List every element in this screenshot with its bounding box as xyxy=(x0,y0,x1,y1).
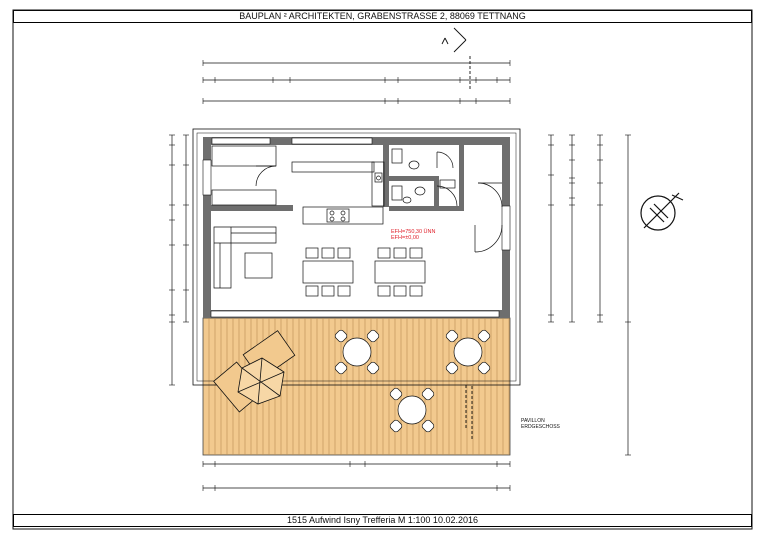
dining-table xyxy=(374,260,426,284)
chair xyxy=(366,329,380,343)
chair xyxy=(366,361,380,375)
chair xyxy=(389,387,403,401)
sheet-border xyxy=(12,9,753,530)
top-dimensions xyxy=(202,60,511,104)
chair xyxy=(337,247,351,259)
terrace-furniture xyxy=(334,329,491,433)
level-mark-2: EFH=±0,00 xyxy=(391,235,419,241)
chair xyxy=(337,285,351,297)
chair xyxy=(421,419,435,433)
chair xyxy=(389,419,403,433)
chair xyxy=(445,361,459,375)
building-label-2: ERDGESCHOSS xyxy=(521,424,561,430)
chair xyxy=(334,361,348,375)
wc-fixtures xyxy=(391,148,458,207)
chair xyxy=(477,361,491,375)
chair xyxy=(409,285,423,297)
left-dimensions xyxy=(169,134,189,386)
level-mark-1: EFH=750,30 ÜNN xyxy=(391,228,436,235)
chair xyxy=(393,285,407,297)
chair xyxy=(421,387,435,401)
chair xyxy=(445,329,459,343)
chair xyxy=(334,329,348,343)
chair xyxy=(321,247,335,259)
deck-lounge xyxy=(213,330,296,413)
bottom-dimensions xyxy=(202,461,511,491)
entrance-door xyxy=(474,182,503,253)
round-table xyxy=(453,337,483,367)
lounge-sofa xyxy=(213,226,277,289)
right-dimensions xyxy=(548,134,631,456)
interior-walls xyxy=(211,145,464,211)
round-table xyxy=(342,337,372,367)
roof-outline-inner xyxy=(196,132,517,382)
chair xyxy=(321,285,335,297)
chair xyxy=(393,247,407,259)
kitchen xyxy=(211,145,385,225)
building-label-1: PAVILLON xyxy=(521,418,545,424)
roof-outline xyxy=(192,128,521,386)
dining-tables xyxy=(302,247,426,297)
section-marker-icon xyxy=(441,27,471,90)
dining-table xyxy=(302,260,354,284)
chair xyxy=(377,285,391,297)
plan-caption: 1515 Aufwind Isny Trefferia M 1:100 10.0… xyxy=(13,514,752,527)
chair xyxy=(305,247,319,259)
section-marker-icon xyxy=(465,385,473,440)
chair xyxy=(377,247,391,259)
chair xyxy=(305,285,319,297)
chair xyxy=(477,329,491,343)
round-table xyxy=(397,395,427,425)
chair xyxy=(409,247,423,259)
north-arrow-icon xyxy=(640,192,684,231)
